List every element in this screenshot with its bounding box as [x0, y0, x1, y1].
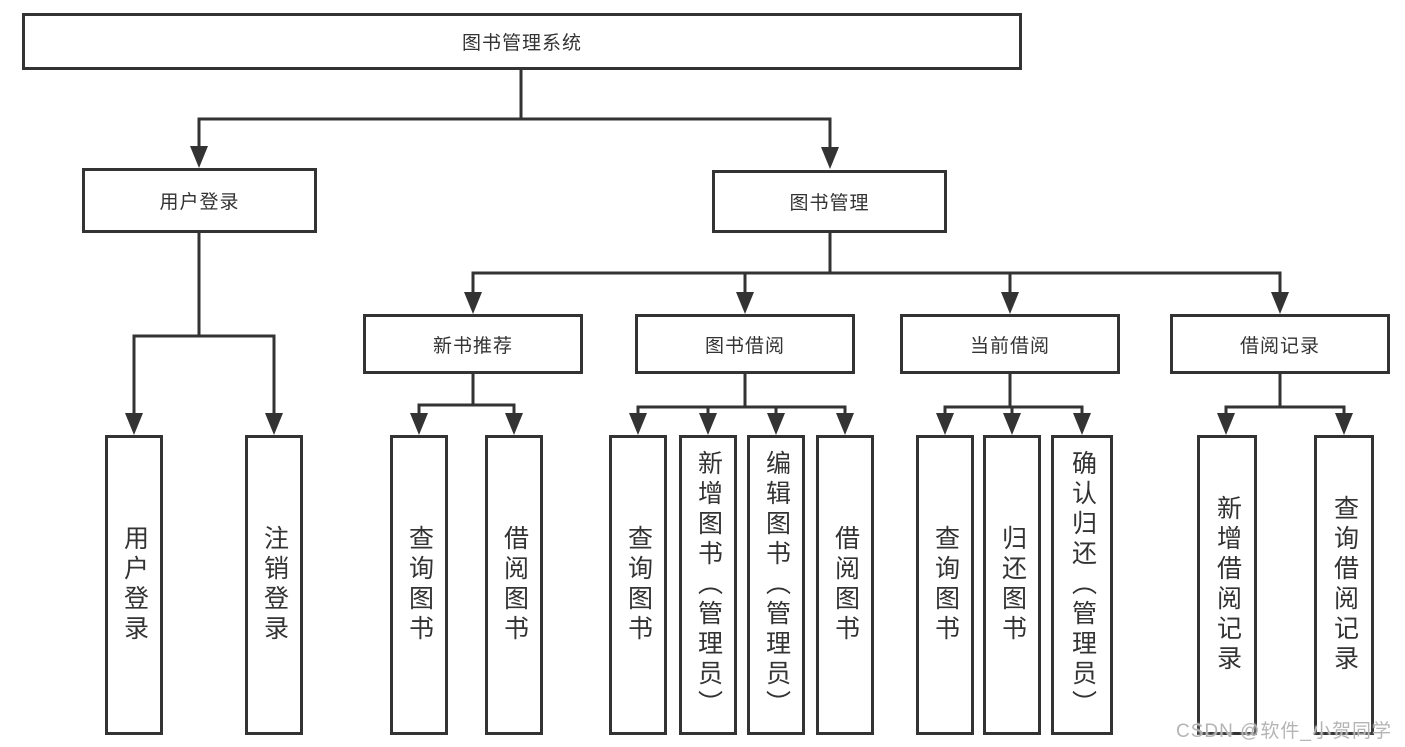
node-book-management-label: 图书管理 — [789, 193, 870, 214]
node-current-borrow-label: 当前借阅 — [969, 335, 1050, 357]
leaf-borrow-books: 借阅图书 — [816, 435, 874, 735]
node-root-label: 图书管理系统 — [461, 33, 582, 54]
node-new-book-recommend: 新书推荐 — [363, 314, 583, 374]
leaf-user-login-label: 用户登录 — [120, 525, 149, 645]
leaf-confirm-return-admin: 确认归还（管理员） — [1051, 435, 1113, 735]
leaf-logout: 注销登录 — [245, 435, 303, 735]
leaf-add-borrow-record-label: 新增借阅记录 — [1213, 495, 1242, 675]
leaf-current-query-books-label: 查询图书 — [931, 525, 960, 645]
node-new-book-recommend-label: 新书推荐 — [432, 335, 513, 357]
leaf-query-borrow-record: 查询借阅记录 — [1314, 435, 1374, 735]
leaf-borrow-query-books-label: 查询图书 — [624, 525, 653, 645]
node-book-management: 图书管理 — [712, 170, 947, 233]
leaf-add-books-admin: 新增图书（管理员） — [679, 435, 737, 735]
leaf-add-books-admin-label: 新增图书（管理员） — [694, 450, 723, 720]
leaf-current-query-books: 查询图书 — [916, 435, 974, 735]
leaf-query-borrow-record-label: 查询借阅记录 — [1330, 495, 1359, 675]
leaf-recommend-query-books: 查询图书 — [390, 435, 448, 735]
node-current-borrow: 当前借阅 — [900, 314, 1120, 374]
leaf-logout-label: 注销登录 — [260, 525, 289, 645]
leaf-return-books: 归还图书 — [983, 435, 1041, 735]
leaf-recommend-borrow-books-label: 借阅图书 — [500, 525, 529, 645]
node-root: 图书管理系统 — [22, 13, 1022, 70]
node-borrow-records: 借阅记录 — [1170, 314, 1390, 374]
node-user-login: 用户登录 — [82, 168, 317, 233]
leaf-recommend-borrow-books: 借阅图书 — [485, 435, 543, 735]
leaf-edit-books-admin: 编辑图书（管理员） — [747, 435, 805, 735]
leaf-borrow-query-books: 查询图书 — [609, 435, 667, 735]
leaf-borrow-books-label: 借阅图书 — [831, 525, 860, 645]
leaf-return-books-label: 归还图书 — [998, 525, 1027, 645]
node-user-login-label: 用户登录 — [159, 192, 240, 213]
node-borrow-records-label: 借阅记录 — [1239, 335, 1320, 357]
node-book-borrow: 图书借阅 — [635, 314, 855, 374]
leaf-user-login: 用户登录 — [105, 435, 163, 735]
node-book-borrow-label: 图书借阅 — [704, 335, 785, 357]
leaf-edit-books-admin-label: 编辑图书（管理员） — [762, 450, 791, 720]
leaf-add-borrow-record: 新增借阅记录 — [1197, 435, 1257, 735]
leaf-confirm-return-admin-label: 确认归还（管理员） — [1068, 450, 1097, 720]
leaf-recommend-query-books-label: 查询图书 — [405, 525, 434, 645]
csdn-watermark: CSDN @软件_小贺同学 — [1176, 721, 1392, 742]
